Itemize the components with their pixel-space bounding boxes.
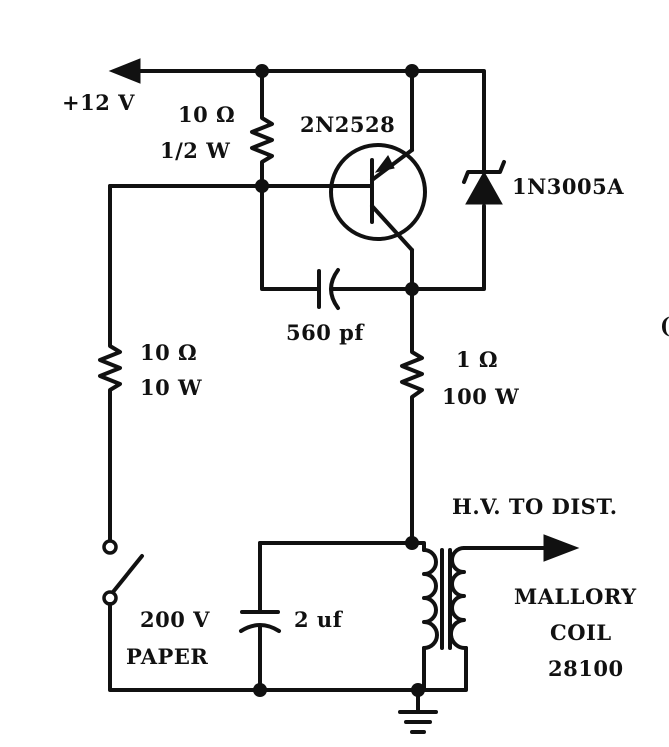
label-cap-value: 2 uf: [294, 607, 344, 632]
label-supply: +12 V: [62, 90, 135, 115]
ground-icon: [398, 710, 438, 734]
junction-dot: [405, 282, 419, 296]
zener-bottom-wire: [410, 204, 486, 291]
label-cap-type: PAPER: [126, 644, 208, 669]
switch-top-contact: [102, 539, 118, 555]
junction-dot: [411, 683, 425, 697]
coil-primary-winding: [422, 548, 439, 650]
cap560-left-wire: [260, 184, 321, 291]
switch: [102, 539, 144, 606]
junction-dot: [405, 536, 419, 550]
zener-top-wire: [410, 69, 486, 174]
capacitor-560pf: [317, 268, 340, 310]
primary-top-wire: [258, 541, 426, 552]
label-cap560: 560 pf: [286, 320, 365, 345]
zener-bar-icon: [462, 160, 506, 184]
label-transistor: 2N2528: [300, 112, 395, 137]
junction-dot: [253, 683, 267, 697]
switch-bottom-wire: [108, 602, 420, 692]
label-edge-fragment: (: [660, 313, 669, 338]
junction-dot: [255, 64, 269, 78]
label-r1-power: 1/2 W: [160, 138, 230, 163]
supply-arrow-icon: [108, 58, 141, 84]
transistor-emitter-lead: [370, 204, 414, 252]
hv-output-arrow-icon: [543, 534, 580, 562]
cap560-plate-curved: [329, 268, 340, 310]
resistor-r2: [98, 338, 122, 404]
junction-dot: [405, 64, 419, 78]
capacitor-2uf-paper: [239, 610, 281, 633]
transistor-envelope: [329, 143, 427, 241]
label-coil-line3: 28100: [548, 656, 624, 681]
label-r2-power: 10 W: [140, 375, 202, 400]
label-coil-line1: MALLORY: [514, 584, 637, 609]
label-r2-value: 10 Ω: [140, 340, 197, 365]
junction-dot: [255, 179, 269, 193]
ignition-coil-transformer: [422, 546, 468, 651]
label-hv-output: H.V. TO DIST.: [452, 494, 618, 519]
label-zener: 1N3005A: [512, 174, 624, 199]
resistor-r1: [250, 110, 274, 170]
label-r3-value: 1 Ω: [456, 347, 498, 372]
secondary-bottom-wire: [416, 646, 468, 692]
label-r1-value: 10 Ω: [178, 102, 235, 127]
zener-triangle-icon: [465, 170, 503, 205]
labels: +12 V 10 Ω 1/2 W 2N2528 1N3005A 560 pf 1…: [62, 90, 669, 681]
coil-secondary-winding: [448, 546, 468, 651]
switch-bottom-contact: [102, 590, 118, 606]
transistor-2n2528: [329, 143, 427, 252]
resistor-r3: [400, 343, 424, 412]
transistor-emitter-arrow-icon: [374, 155, 395, 173]
zener-diode-1n3005a: [462, 160, 506, 205]
label-coil-line2: COIL: [550, 620, 612, 645]
label-cap-voltage: 200 V: [140, 607, 210, 632]
label-r3-power: 100 W: [442, 384, 519, 409]
paper-cap-bottom-plate: [239, 623, 281, 633]
switch-blade: [111, 554, 144, 594]
junction-dots: [253, 64, 425, 697]
